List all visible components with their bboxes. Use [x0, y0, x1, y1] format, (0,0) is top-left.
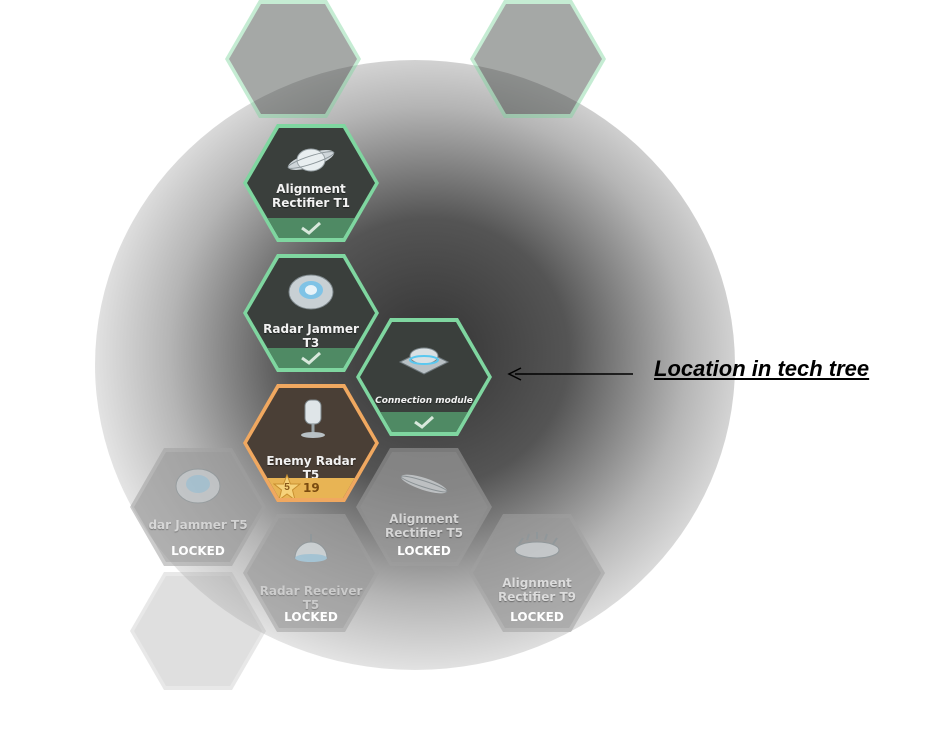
- node-label: dar Jammer T5: [148, 518, 248, 532]
- ring-saucer-icon: [287, 148, 335, 172]
- spiked-ring-icon: [514, 532, 560, 559]
- node-alignment-rectifier-t9[interactable]: Alignment Rectifier T9 LOCKED: [469, 514, 605, 632]
- node-label: Alignment Rectifier T1: [271, 182, 350, 210]
- radar-jammer-disc-icon: [175, 468, 221, 504]
- radar-receiver-icon: [294, 534, 328, 562]
- satellite-dish-icon: [301, 399, 325, 438]
- check-icon: [414, 415, 435, 429]
- check-icon: [301, 221, 322, 235]
- node-radar-receiver-t5[interactable]: Radar Receiver T5 LOCKED: [243, 514, 379, 632]
- locked-status: LOCKED: [171, 544, 225, 558]
- node-connection-module[interactable]: Connection module: [356, 318, 492, 436]
- check-icon: [301, 351, 322, 365]
- node-label: Connection module: [375, 396, 473, 406]
- connection-module-icon: [398, 347, 450, 375]
- background-hex: [130, 572, 266, 690]
- node-label: Radar Receiver T5: [259, 584, 363, 612]
- annotation-arrow: [507, 367, 633, 381]
- node-enemy-radar-t5[interactable]: Enemy Radar T5 5 19: [243, 384, 379, 502]
- node-radar-jammer-t5[interactable]: dar Jammer T5 LOCKED: [130, 448, 266, 566]
- node-label: Alignment Rectifier T5: [384, 512, 463, 540]
- locked-status: LOCKED: [284, 610, 338, 624]
- node-label: Alignment Rectifier T9: [497, 576, 576, 604]
- annotation-label: Location in tech tree: [654, 356, 870, 381]
- star-icon: [272, 473, 302, 498]
- background-hex: [470, 0, 606, 118]
- star-level-badge: 5: [272, 473, 302, 498]
- radar-jammer-disc-icon: [288, 274, 334, 310]
- cost-value: 19: [303, 481, 320, 495]
- node-alignment-rectifier-t1[interactable]: Alignment Rectifier T1: [243, 124, 379, 242]
- background-hex: [225, 0, 361, 118]
- ring-saucer-icon: [400, 474, 448, 494]
- locked-status: LOCKED: [510, 610, 564, 624]
- locked-status: LOCKED: [397, 544, 451, 558]
- node-label: Radar Jammer T3: [263, 322, 359, 350]
- node-radar-jammer-t3[interactable]: Radar Jammer T3: [243, 254, 379, 372]
- star-level: 5: [284, 482, 290, 493]
- node-alignment-rectifier-t5[interactable]: Alignment Rectifier T5 LOCKED: [356, 448, 492, 566]
